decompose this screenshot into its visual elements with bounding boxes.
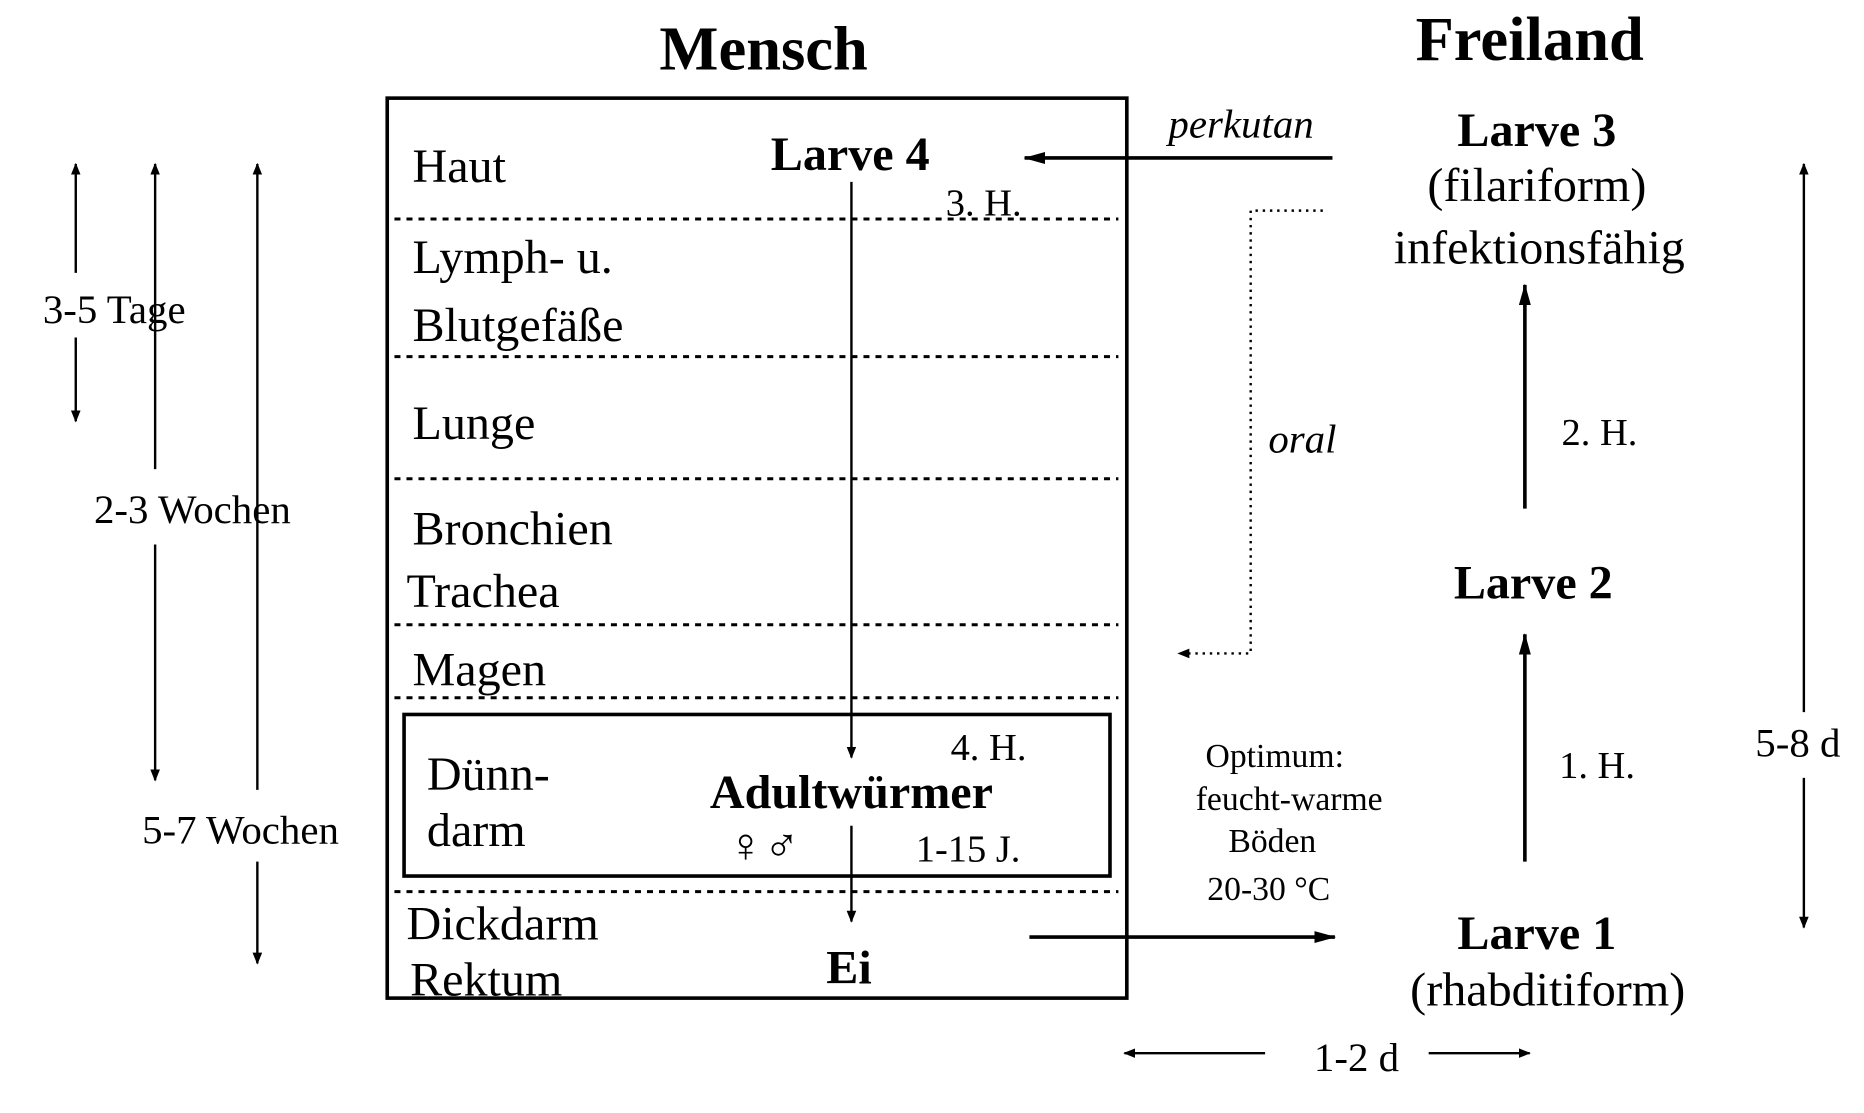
organ-magen: Magen: [412, 644, 546, 697]
organ-dividers: [394, 217, 1119, 894]
larve3-filariform: (filariform): [1427, 159, 1646, 212]
duration-3-5-tage-label: 3-5 Tage: [43, 287, 186, 332]
larve3-infective: infektionsfähig: [1394, 221, 1685, 274]
stage-adults: Adultwürmer: [710, 766, 993, 819]
sex-symbols: ♀♂: [728, 820, 800, 873]
duration-5-7-wochen-label: 5-7 Wochen: [142, 808, 339, 853]
organ-darm: darm: [427, 804, 526, 857]
stage-larve3: Larve 3: [1457, 104, 1616, 157]
duration-3-5-tage: 3-5 Tage: [43, 162, 186, 423]
molt-3: 3. H.: [946, 182, 1022, 224]
stage-larve4: Larve 4: [771, 128, 930, 181]
duration-1-2-d: 1-2 d: [1123, 1035, 1531, 1080]
organ-duenn: Dünn-: [427, 748, 550, 801]
organ-bronchien: Bronchien: [412, 503, 612, 556]
molt-1: 1. H.: [1559, 745, 1635, 787]
route-perkutan: perkutan: [1165, 102, 1313, 147]
duration-5-8-d: 5-8 d: [1755, 162, 1840, 929]
header-mensch: Mensch: [659, 15, 867, 84]
organ-trachea: Trachea: [406, 565, 559, 618]
duration-1-2-d-label: 1-2 d: [1314, 1035, 1399, 1080]
condition-line-3: Böden: [1228, 823, 1316, 860]
larve1-rhabditiform: (rhabditiform): [1410, 963, 1685, 1016]
organ-blut: Blutgefäße: [412, 299, 623, 352]
duration-2-3-wochen: 2-3 Wochen: [94, 162, 291, 782]
condition-line-4: 20-30 °C: [1207, 871, 1330, 908]
organ-dickdarm: Dickdarm: [406, 898, 598, 951]
condition-line-2: feucht-warme: [1196, 781, 1383, 818]
organ-haut: Haut: [412, 140, 506, 193]
human-body-box: [385, 96, 1129, 1000]
adult-lifespan: 1-15 J.: [916, 829, 1021, 871]
duration-5-7-wochen: 5-7 Wochen: [142, 162, 339, 965]
organ-lymph: Lymph- u.: [412, 231, 612, 284]
duration-5-8-d-label: 5-8 d: [1755, 720, 1840, 765]
route-oral: oral: [1268, 416, 1336, 461]
organ-lunge: Lunge: [412, 397, 535, 450]
stage-egg: Ei: [826, 942, 871, 995]
duration-2-3-wochen-label: 2-3 Wochen: [94, 487, 291, 532]
small-intestine-box: [402, 712, 1112, 878]
stage-larve1: Larve 1: [1457, 907, 1616, 960]
organ-rektum: Rektum: [410, 954, 562, 1007]
stage-larve2: Larve 2: [1454, 556, 1613, 609]
condition-line-1: Optimum:: [1206, 738, 1344, 775]
molt-4: 4. H.: [951, 727, 1027, 769]
header-freiland: Freiland: [1416, 5, 1644, 74]
molt-2: 2. H.: [1561, 412, 1637, 454]
oral-route-arrow: [1177, 209, 1323, 659]
